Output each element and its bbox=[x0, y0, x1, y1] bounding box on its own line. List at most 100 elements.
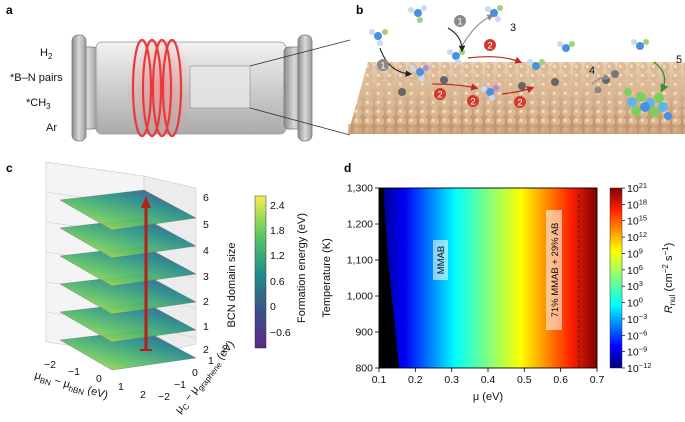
z-tick: 1 bbox=[203, 321, 209, 333]
gas-labels: H2 *B–N pairs *CH3 Ar bbox=[10, 47, 63, 134]
svg-text:2: 2 bbox=[487, 41, 492, 52]
y-tick: 0 bbox=[192, 367, 198, 379]
svg-text:2: 2 bbox=[517, 98, 522, 109]
reaction-arrows bbox=[379, 14, 669, 95]
molecule-adsorbed-7 bbox=[631, 39, 649, 50]
svg-text:1: 1 bbox=[457, 17, 462, 28]
panel-b: b bbox=[348, 3, 685, 134]
x-tick-label: 0.4 bbox=[481, 374, 496, 386]
colorbar-tick-label: 1012 bbox=[627, 230, 647, 244]
x-tick-label: 0.5 bbox=[517, 374, 532, 386]
colorbar-tick-label: 10−9 bbox=[627, 345, 647, 359]
panel-c: c 6 5 4 3 2 bbox=[6, 161, 308, 416]
svg-text:MMAB: MMAB bbox=[436, 246, 447, 275]
gas-label-ar: Ar bbox=[46, 122, 57, 134]
colorbar-tick-label: 103 bbox=[627, 279, 643, 293]
step-3-label: 3 bbox=[510, 22, 516, 34]
x-axis: −2 −1 0 1 2 μBN − μhBN (eV) bbox=[33, 359, 146, 403]
step-markers: 1 1 2 2 2 2 3 4 5 bbox=[377, 15, 682, 109]
z-tick: 6 bbox=[203, 192, 209, 204]
cbar-tick: 2.4 bbox=[270, 200, 285, 212]
heatmap-field bbox=[379, 188, 597, 368]
y-tick: 1 bbox=[208, 355, 214, 367]
layer-6 bbox=[59, 189, 197, 231]
colorbar-tick-label: 106 bbox=[627, 263, 643, 277]
molecule-adsorbed-5 bbox=[527, 59, 545, 70]
step-4-label: 4 bbox=[589, 65, 595, 77]
annotation-mix: 71% MMAB + 29% AB bbox=[546, 210, 562, 330]
cbar-tick: 0.6 bbox=[270, 276, 285, 288]
svg-text:2: 2 bbox=[437, 90, 442, 101]
x-tick: −2 bbox=[44, 359, 56, 371]
panel-d-label: d bbox=[344, 161, 351, 175]
colorbar-tick-label: 10−12 bbox=[627, 361, 651, 375]
y-tick: −1 bbox=[174, 379, 186, 391]
z-tick: 4 bbox=[203, 245, 209, 257]
z-tick: 5 bbox=[203, 219, 209, 231]
colorbar-tick-label: 1021 bbox=[627, 181, 647, 195]
gas-label-bn-pairs: *B–N pairs bbox=[10, 72, 63, 84]
z-axis-label: BCN domain size bbox=[226, 243, 238, 328]
step-1-marker-b: 1 bbox=[377, 59, 389, 72]
gas-label-ch3: *CH3 bbox=[26, 97, 51, 111]
x-tick: 2 bbox=[140, 389, 146, 401]
x-tick-label: 0.7 bbox=[590, 374, 605, 386]
rate-colorbar: 102110181015101210910610310010−310−610−9… bbox=[609, 181, 677, 375]
y-tick-label: 1,200 bbox=[347, 219, 373, 231]
svg-text:2: 2 bbox=[470, 97, 475, 108]
gas-label-h2: H2 bbox=[40, 47, 53, 61]
x-tick-label: 0.3 bbox=[444, 374, 459, 386]
panel-d: d MMAB 71% MMAB + 29% AB 0.1 0.2 0.3 0.4 0.5… bbox=[321, 161, 677, 403]
cbar-tick: 1.2 bbox=[270, 250, 285, 262]
panel-c-label: c bbox=[6, 161, 13, 175]
colorbar-ticks: 102110181015101210910610310010−310−610−9… bbox=[622, 181, 651, 375]
cbar-tick: 0 bbox=[270, 301, 276, 313]
panel-a-label: a bbox=[6, 3, 13, 17]
step-2-marker-c: 2 bbox=[467, 95, 479, 108]
y-tick-label: 1,100 bbox=[347, 255, 373, 267]
y-axis-ticks: 1,300 1,200 1,100 1,000 900 800 bbox=[347, 183, 379, 375]
molecule-adsorbed-4 bbox=[481, 85, 499, 101]
colorbar-tick-label: 100 bbox=[627, 296, 643, 310]
x-tick: 1 bbox=[118, 381, 124, 393]
molecule-adsorbed-3 bbox=[410, 65, 429, 82]
panel-b-label: b bbox=[356, 3, 363, 17]
y-tick: −2 bbox=[158, 391, 170, 403]
step-5-label: 5 bbox=[676, 54, 682, 66]
molecules bbox=[369, 5, 672, 120]
cbar-tick: 1.8 bbox=[270, 225, 285, 237]
forbidden-region-boundary bbox=[379, 188, 399, 368]
x-tick-label: 0.6 bbox=[553, 374, 568, 386]
x-axis-label: μBN − μhBN (eV) bbox=[33, 369, 110, 403]
annotation-mmab: MMAB bbox=[433, 240, 448, 280]
molecule-adsorbed-1 bbox=[369, 29, 388, 46]
colorbar-tick-label: 109 bbox=[627, 246, 643, 260]
energy-layers bbox=[59, 189, 197, 371]
step-2-marker-d: 2 bbox=[514, 96, 526, 109]
y-tick-label: 900 bbox=[355, 327, 373, 339]
y-tick-label: 1,000 bbox=[347, 291, 373, 303]
heatmap-plot: MMAB 71% MMAB + 29% AB bbox=[378, 187, 598, 369]
step-2-marker-b: 2 bbox=[434, 88, 446, 101]
y-tick-label: 1,300 bbox=[347, 183, 373, 195]
y-tick: 2 bbox=[222, 343, 228, 355]
x-tick: −1 bbox=[68, 366, 80, 378]
y-tick-label: 800 bbox=[355, 363, 373, 375]
bcn-cluster bbox=[624, 88, 672, 120]
x-tick-label: 0.2 bbox=[408, 374, 423, 386]
y-axis-label: Temperature (K) bbox=[321, 238, 333, 317]
x-axis-label: μ (eV) bbox=[473, 391, 503, 403]
step-1-marker-a: 1 bbox=[454, 15, 466, 28]
formation-energy-colorbar: 2.4 1.8 1.2 0.6 0 −0.6 Formation energy … bbox=[254, 195, 308, 349]
x-tick: 0 bbox=[96, 373, 102, 385]
colorbar-label: Rnul (cm−2 s−1) bbox=[661, 243, 677, 314]
x-tick-label: 0.1 bbox=[372, 374, 387, 386]
z-tick: 2 bbox=[203, 296, 209, 308]
cvd-furnace-illustration bbox=[71, 32, 351, 144]
z-tick: 3 bbox=[203, 271, 209, 283]
molecule-adsorbed-6 bbox=[557, 41, 575, 52]
molecule-free-2 bbox=[485, 5, 503, 22]
minimum-energy-path bbox=[140, 196, 152, 351]
z-axis: 6 5 4 3 2 1 2 BCN domain size bbox=[203, 192, 238, 356]
